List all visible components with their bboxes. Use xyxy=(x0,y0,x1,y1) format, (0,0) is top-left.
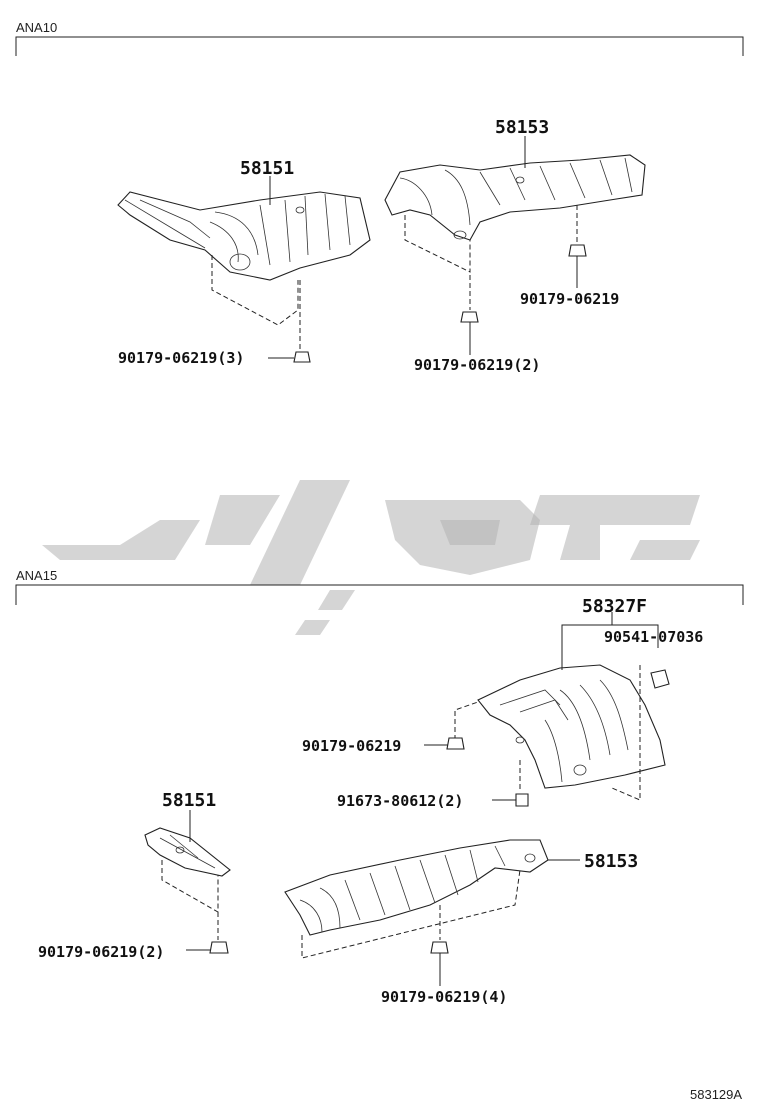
section-frame-ana15: ANA15 xyxy=(15,568,744,605)
ana15-58151-leaders xyxy=(161,810,219,940)
ana15-label-58327f: 58327F xyxy=(582,596,647,617)
ana10-clip-3 xyxy=(268,351,311,363)
ana15-clip-2 xyxy=(186,941,229,954)
ana15-label-bolt: 91673-80612(2) xyxy=(337,792,463,810)
ana15-58153-leaders xyxy=(301,859,580,959)
ana10-label-clip-3: 90179-06219(3) xyxy=(118,349,244,367)
ana15-label-90541: 90541-07036 xyxy=(604,628,703,646)
ana10-label-clip-1: 90179-06219 xyxy=(520,290,619,308)
watermark-logo xyxy=(42,480,700,635)
ana15-clip-single xyxy=(424,737,465,750)
ana15-bolt xyxy=(492,793,529,807)
ana15-label-clip-4: 90179-06219(4) xyxy=(381,988,507,1006)
ana10-clip-1 xyxy=(568,244,587,288)
ana10-clip-2 xyxy=(460,311,479,355)
ana10-part-58153 xyxy=(384,154,646,241)
ana10-label-58153: 58153 xyxy=(495,117,549,138)
ana15-clip-4 xyxy=(430,941,449,986)
ana15-part-58153 xyxy=(284,839,549,936)
ana15-58327f-leaders xyxy=(454,612,659,801)
ana15-part-58151 xyxy=(144,827,231,877)
ana15-part-58327f xyxy=(477,664,666,789)
reference-code: 583129A xyxy=(690,1087,742,1102)
section-frame-ana10: ANA10 xyxy=(15,20,744,56)
ana10-58153-leaders xyxy=(404,136,578,310)
ana15-cap-90541 xyxy=(650,669,670,689)
ana10-part-58151 xyxy=(117,191,371,281)
ana15-label-clip-2: 90179-06219(2) xyxy=(38,943,164,961)
ana15-label-58153: 58153 xyxy=(584,851,638,872)
ana15-label-58151: 58151 xyxy=(162,790,216,811)
ana15-label-clip-single: 90179-06219 xyxy=(302,737,401,755)
section-label-ana15: ANA15 xyxy=(16,568,57,583)
ana10-label-clip-2: 90179-06219(2) xyxy=(414,356,540,374)
ana10-58151-leaders xyxy=(211,176,301,350)
section-label-ana10: ANA10 xyxy=(16,20,57,35)
ana10-label-58151: 58151 xyxy=(240,158,294,179)
